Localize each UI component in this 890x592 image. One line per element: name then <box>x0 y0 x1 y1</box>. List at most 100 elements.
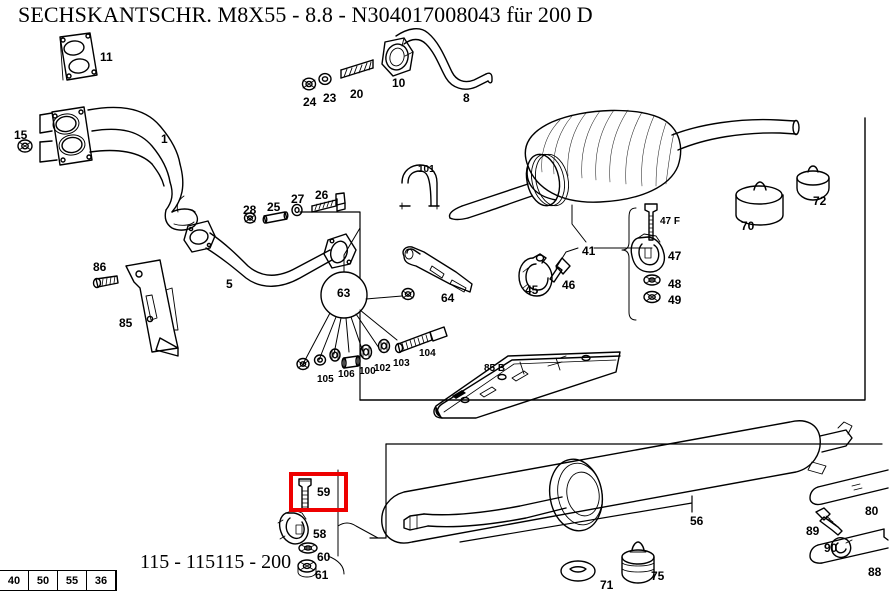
callout-61: 61 <box>315 568 329 582</box>
part-47-rubber-hanger <box>630 233 666 273</box>
frame-lower-panel <box>369 443 883 539</box>
callout-101: 101 <box>418 164 435 175</box>
part-86-bolt <box>92 275 119 289</box>
callout-70: 70 <box>741 219 755 233</box>
part-61-nut <box>297 559 317 578</box>
part-64-nut <box>401 287 415 301</box>
callout-89: 89 <box>806 524 820 538</box>
part-85b-heat-shield <box>433 351 621 419</box>
callout-26: 26 <box>315 188 329 202</box>
callout-47: 47 <box>668 249 682 263</box>
callout-85-b: 85 B <box>484 363 506 374</box>
part-104-bolt <box>394 326 448 354</box>
callout-90: 90 <box>824 541 838 555</box>
callout-46: 46 <box>562 278 576 292</box>
page-title: SECHSKANTSCHR. M8X55 - 8.8 - N3040170080… <box>18 2 593 27</box>
callout-23: 23 <box>323 91 337 105</box>
diagram-caption: 115 - 115115 - 200 <box>140 551 292 573</box>
rear-muffler-assembly <box>381 420 853 544</box>
part-47f-bolt <box>644 203 658 241</box>
index-cell-36[interactable]: 36 <box>87 571 116 590</box>
callout-49: 49 <box>668 293 682 307</box>
index-cell-55[interactable]: 55 <box>58 571 87 590</box>
part-101-u-bolt <box>399 164 440 210</box>
callout-47-group-bracket <box>621 207 637 321</box>
part-80-tailpipe <box>809 469 889 506</box>
callout-25: 25 <box>267 200 281 214</box>
part-106-washer-a <box>313 354 327 366</box>
callout-80: 80 <box>865 504 879 518</box>
callout-8: 8 <box>463 91 470 105</box>
frame-upper-right <box>359 117 866 401</box>
callout-71: 71 <box>600 578 614 592</box>
callout-41: 41 <box>582 244 596 258</box>
part-8-pipe <box>395 28 493 90</box>
callout-100: 100 <box>359 366 376 377</box>
part-25-spacer <box>262 211 289 224</box>
callout-72: 72 <box>813 194 827 208</box>
callout-56: 56 <box>690 514 704 528</box>
part-11-flange-plate <box>59 32 98 81</box>
part-89-screw <box>815 507 843 536</box>
part-72-rubber-mount <box>796 165 830 201</box>
callout-58-59-leaders <box>337 469 379 557</box>
part-27-washer <box>291 203 303 217</box>
part-46-screw <box>549 257 571 283</box>
callout-27: 27 <box>291 192 305 206</box>
part-70-rubber-mount <box>735 181 784 226</box>
callout-45: 45 <box>525 283 539 297</box>
callout-60: 60 <box>317 550 331 564</box>
part-10-clamp <box>381 37 414 77</box>
part-90-clip <box>830 537 853 559</box>
callout-15: 15 <box>14 128 28 142</box>
index-cell-50[interactable]: 50 <box>29 571 58 590</box>
part-45-clamp <box>518 253 553 297</box>
callout-86: 86 <box>93 260 107 274</box>
callout-64: 64 <box>441 291 455 305</box>
callout-88: 88 <box>868 565 882 579</box>
part-58-clamp <box>277 509 309 545</box>
callout-48: 48 <box>668 277 682 291</box>
callout-102: 102 <box>374 363 391 374</box>
part-64-hanger-bracket <box>402 246 473 293</box>
callout-41-leaders <box>555 204 653 269</box>
highlight-box-part-59 <box>289 472 348 512</box>
caption-leader <box>327 555 345 575</box>
part-71-washer <box>560 560 596 582</box>
part-100-bushing <box>341 355 361 369</box>
part-48-washer <box>643 274 661 286</box>
part-1-downpipe <box>39 106 199 231</box>
callout-56-leader <box>459 495 693 543</box>
index-cell-40[interactable]: 40 <box>0 571 29 590</box>
callout-fan-lines <box>302 227 403 365</box>
callout-1: 1 <box>161 132 168 146</box>
callout-20: 20 <box>350 87 364 101</box>
callout-24: 24 <box>303 95 317 109</box>
part-26-bolt <box>311 192 346 213</box>
callout-10: 10 <box>392 76 406 90</box>
part-28-nut <box>243 212 257 224</box>
part-75-rubber-mount <box>621 541 655 584</box>
callout-103: 103 <box>393 358 410 369</box>
part-5-mid-pipe <box>183 220 357 287</box>
callout-59: 59 <box>317 485 331 499</box>
callout-11: 11 <box>100 50 113 64</box>
callout-104: 104 <box>419 348 436 359</box>
part-103-washer <box>377 338 391 354</box>
part-23-washer <box>318 72 332 86</box>
front-muffler-assembly <box>448 109 800 221</box>
part-20-spring <box>340 59 374 79</box>
part-49-nut <box>643 290 661 304</box>
callout-47-f: 47 F <box>660 216 681 227</box>
callout-63: 63 <box>337 286 351 300</box>
part-88-tailpipe <box>809 528 889 564</box>
part-85-bracket <box>125 259 179 357</box>
callout-28: 28 <box>243 203 257 217</box>
callout-105: 105 <box>317 374 334 385</box>
callout-85: 85 <box>119 316 133 330</box>
callout-106: 106 <box>338 369 355 380</box>
part-24-nut <box>301 77 317 91</box>
